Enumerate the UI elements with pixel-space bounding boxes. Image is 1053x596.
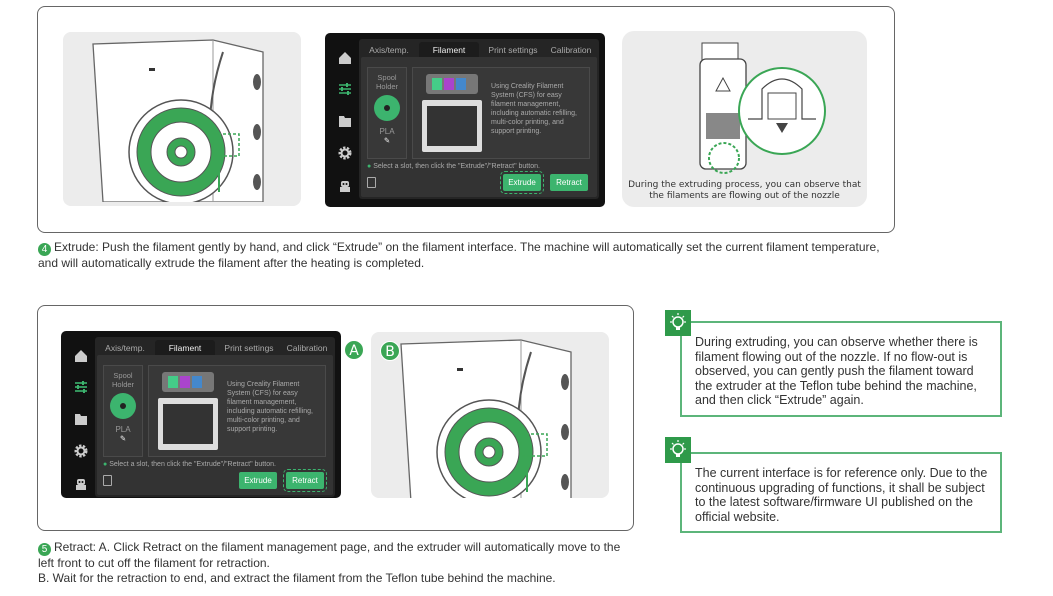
step4-number: 4: [38, 243, 51, 256]
lightbulb-icon: [665, 310, 691, 336]
printer-image: [158, 372, 218, 450]
spool-holder-slot[interactable]: Spool Holder PLA ✎: [103, 365, 143, 457]
retract-button[interactable]: Retract: [283, 469, 327, 492]
nozzle-caption: During the extruding process, you can ob…: [628, 180, 861, 201]
touchscreen-ui: Axis/temp. Filament Print settings Calib…: [61, 331, 341, 498]
home-icon[interactable]: [74, 349, 88, 363]
printer-illustration-extrude: [63, 32, 301, 206]
tab-print-settings[interactable]: Print settings: [488, 45, 538, 55]
gear-icon[interactable]: [338, 146, 352, 160]
cfs-info-card: Using Creality Filament System (CFS) for…: [412, 67, 590, 159]
printer-illustration-retract: [371, 332, 609, 498]
spool-icon: [374, 95, 400, 121]
screen-extrude: Axis/temp. Filament Print settings Calib…: [325, 33, 605, 207]
material-label: PLA: [115, 425, 131, 434]
step4-figure-frame: [37, 6, 895, 233]
edit-icon[interactable]: ✎: [383, 136, 391, 145]
nozzle-illustration: During the extruding process, you can ob…: [622, 31, 867, 207]
sidebar: [69, 339, 93, 495]
nozzle-closeup-image: [699, 42, 826, 174]
main-area: Axis/temp. Filament Print settings Calib…: [95, 337, 335, 497]
hint-text: ● Select a slot, then click the "Extrude…: [367, 163, 540, 170]
tab-filament[interactable]: Filament: [155, 340, 215, 356]
tip-box-interface: The current interface is for reference o…: [680, 452, 1002, 533]
tab-calibration[interactable]: Calibration: [286, 343, 328, 353]
robot-icon[interactable]: [74, 477, 88, 491]
edit-icon[interactable]: ✎: [119, 434, 127, 443]
sliders-icon[interactable]: [74, 380, 88, 394]
filament-panel: Spool Holder PLA ✎ Using Creality Filame…: [97, 355, 333, 495]
tab-calibration[interactable]: Calibration: [550, 45, 592, 55]
badge-a: A: [344, 340, 364, 360]
sidebar: [333, 41, 357, 197]
folder-icon[interactable]: [74, 412, 88, 426]
printer-image: [422, 74, 482, 152]
material-label: PLA: [379, 127, 395, 136]
folder-icon[interactable]: [338, 114, 352, 128]
home-icon[interactable]: [338, 51, 352, 65]
spool-holder-slot[interactable]: Spool Holder PLA ✎: [367, 67, 407, 159]
badge-b: B: [380, 341, 400, 361]
cfs-info-card: Using Creality Filament System (CFS) for…: [148, 365, 326, 457]
robot-icon[interactable]: [338, 179, 352, 193]
tab-print-settings[interactable]: Print settings: [224, 343, 274, 353]
tab-filament[interactable]: Filament: [419, 42, 479, 58]
step5-number: 5: [38, 543, 51, 556]
screen-retract: Axis/temp. Filament Print settings Calib…: [61, 331, 341, 498]
spool-label: Spool Holder: [375, 73, 399, 91]
spool-icon: [110, 393, 136, 419]
tab-axis-temp[interactable]: Axis/temp.: [105, 343, 145, 353]
printer-spool-illustration: [400, 339, 572, 498]
nozzle-icon[interactable]: [103, 475, 112, 486]
tip-box-extrude: During extruding, you can observe whethe…: [680, 321, 1002, 417]
printer-spool-illustration: [92, 39, 264, 205]
sliders-icon[interactable]: [338, 82, 352, 96]
step5-figure-frame: [37, 305, 634, 531]
retract-button[interactable]: Retract: [550, 174, 588, 191]
filament-panel: Spool Holder PLA ✎ Using Creality Filame…: [361, 57, 597, 197]
main-area: Axis/temp. Filament Print settings Calib…: [359, 39, 599, 199]
extrude-button[interactable]: Extrude: [239, 472, 277, 489]
nozzle-icon[interactable]: [367, 177, 376, 188]
hint-text: ● Select a slot, then click the "Extrude…: [103, 461, 276, 468]
cfs-info-text: Using Creality Filament System (CFS) for…: [491, 83, 577, 135]
cfs-info-text: Using Creality Filament System (CFS) for…: [227, 381, 313, 433]
gear-icon[interactable]: [74, 444, 88, 458]
extrude-button[interactable]: Extrude: [500, 171, 544, 194]
tab-axis-temp[interactable]: Axis/temp.: [369, 45, 409, 55]
tip-text: During extruding, you can observe whethe…: [695, 335, 978, 407]
lightbulb-icon: [665, 437, 691, 463]
touchscreen-ui: Axis/temp. Filament Print settings Calib…: [325, 33, 605, 205]
spool-label: Spool Holder: [111, 371, 135, 389]
tip-text: The current interface is for reference o…: [695, 466, 988, 524]
